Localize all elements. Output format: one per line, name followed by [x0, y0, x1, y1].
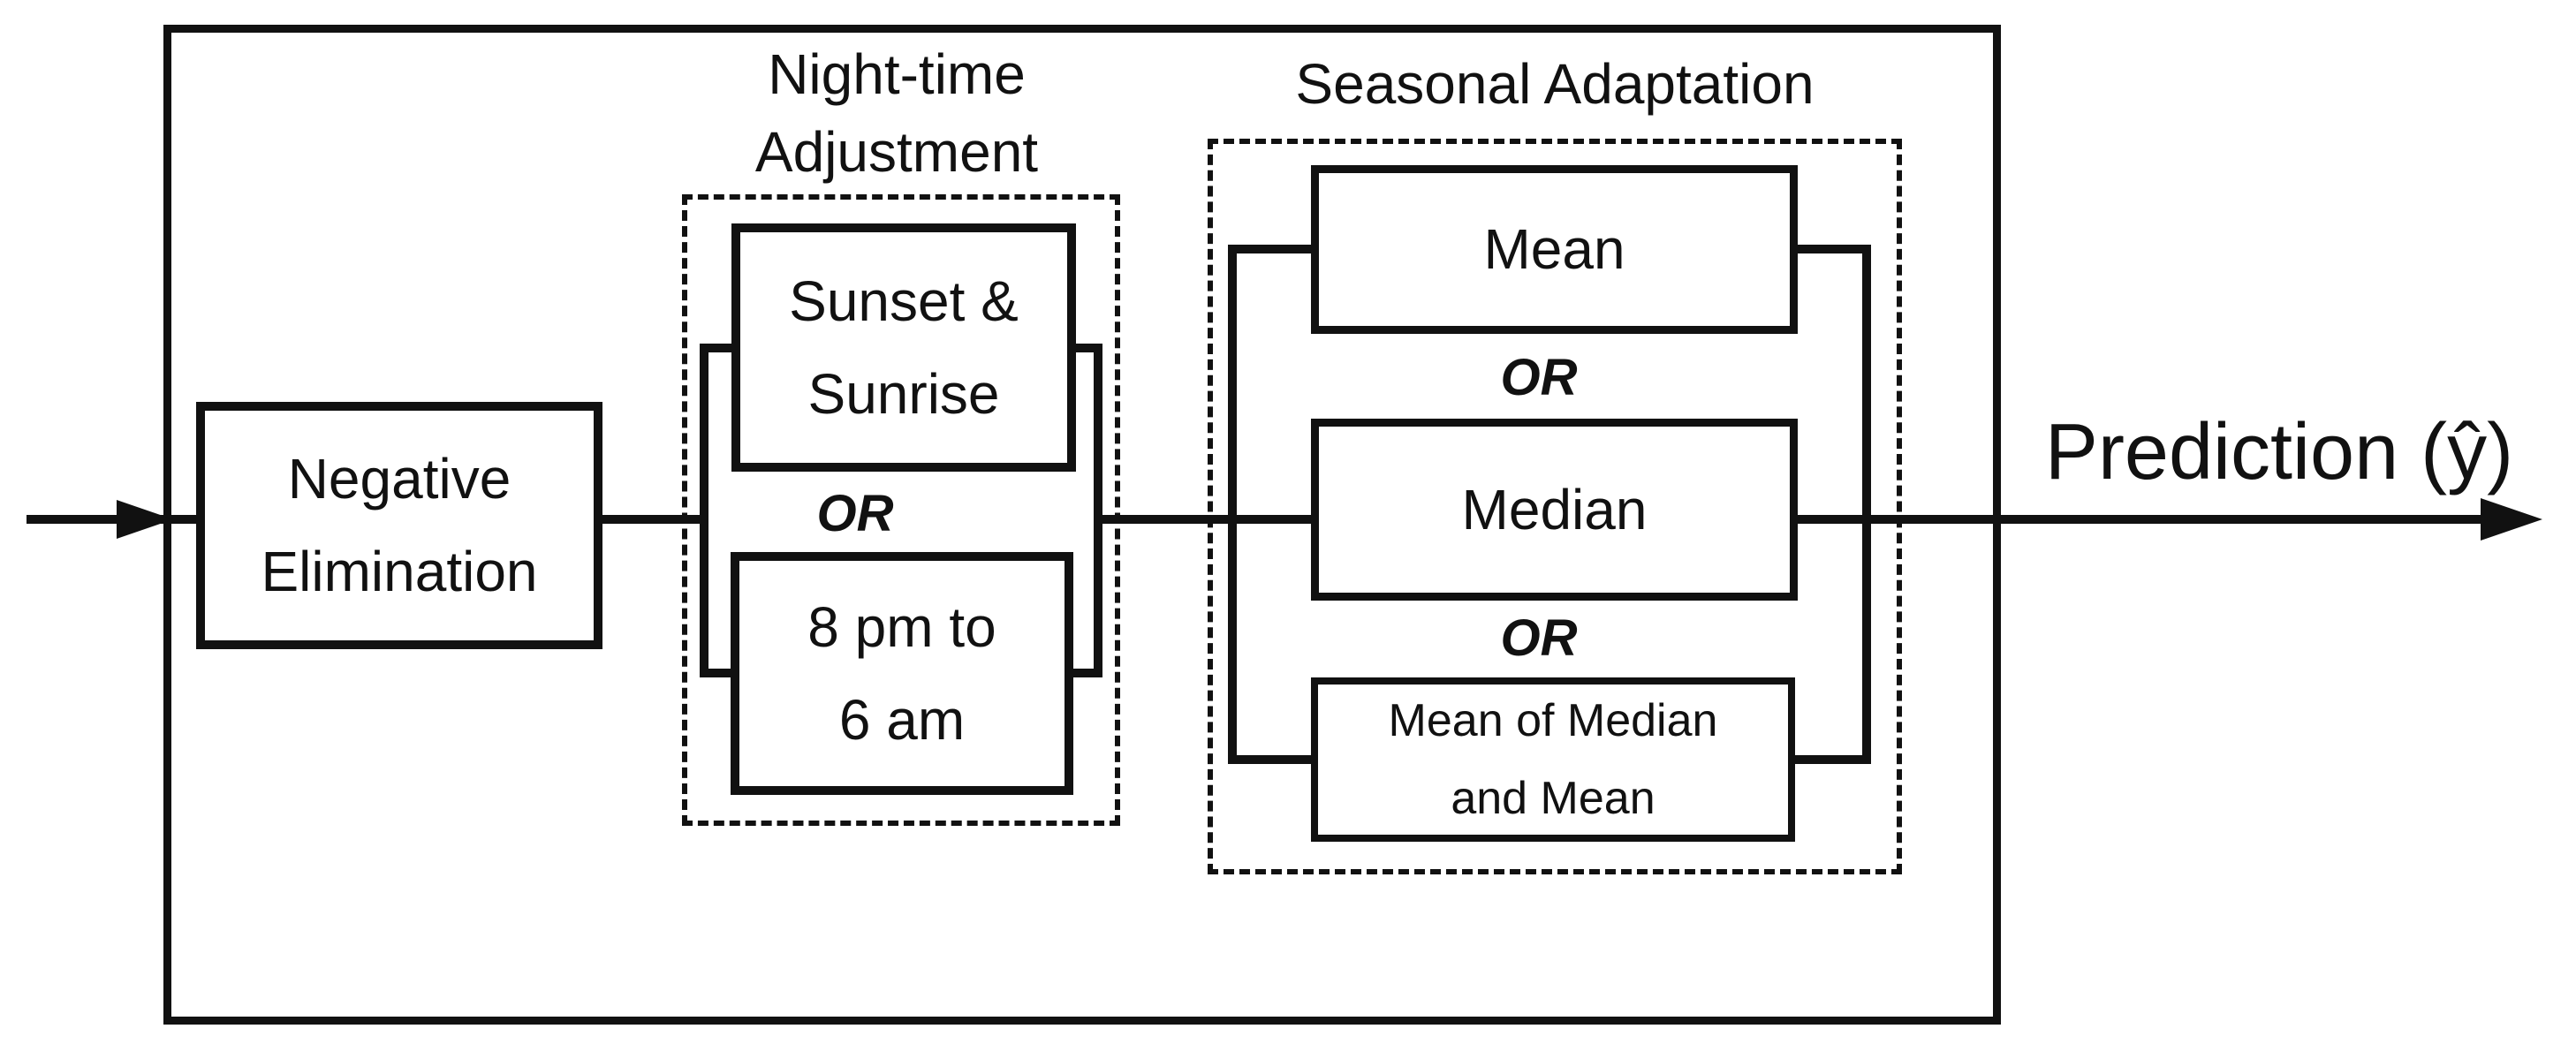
mean-of-median-and-mean-box: Mean of Median and Mean	[1311, 677, 1795, 842]
sunset-sunrise-line2: Sunrise	[807, 361, 1000, 426]
outer-frame-box	[163, 25, 2001, 1025]
night-or-label: OR	[816, 485, 894, 542]
seasonal-branch-bracket-right	[1795, 245, 1871, 764]
seasonal-adaptation-group	[1208, 139, 1902, 874]
prediction-output-label: Prediction (ŷ)	[2044, 408, 2514, 496]
sunset-sunrise-line1: Sunset &	[789, 269, 1019, 333]
negative-elimination-box: Negative Elimination	[196, 402, 602, 649]
night-branch-bracket-left	[700, 344, 731, 677]
negative-elimination-line2: Elimination	[261, 540, 538, 603]
input-arrowhead-icon	[117, 500, 173, 539]
seasonal-adaptation-title: Seasonal Adaptation	[1295, 52, 1815, 116]
mean-of-median-line1: Mean of Median	[1388, 695, 1718, 746]
sunset-sunrise-box: Sunset & Sunrise	[731, 223, 1076, 472]
8pm-6am-box: 8 pm to 6 am	[731, 552, 1073, 795]
seasonal-branch-bracket-left	[1228, 245, 1311, 764]
night-branch-bracket-right	[1073, 344, 1102, 677]
output-arrowhead-icon	[2481, 498, 2542, 541]
mean-box: Mean	[1311, 165, 1798, 334]
night-title-line1: Night-time	[768, 42, 1026, 106]
night-adjustment-group	[682, 194, 1120, 826]
median-box: Median	[1311, 419, 1798, 601]
mean-of-median-line2: and Mean	[1451, 773, 1655, 824]
night-title-line2: Adjustment	[754, 120, 1039, 184]
seasonal-or2-label: OR	[1500, 609, 1578, 667]
8pm-6am-line1: 8 pm to	[807, 594, 996, 659]
8pm-6am-line2: 6 am	[838, 687, 966, 752]
night-adjustment-title: Night-time Adjustment	[676, 35, 1118, 191]
negative-elimination-line1: Negative	[287, 447, 511, 511]
seasonal-or1-label: OR	[1500, 349, 1578, 406]
